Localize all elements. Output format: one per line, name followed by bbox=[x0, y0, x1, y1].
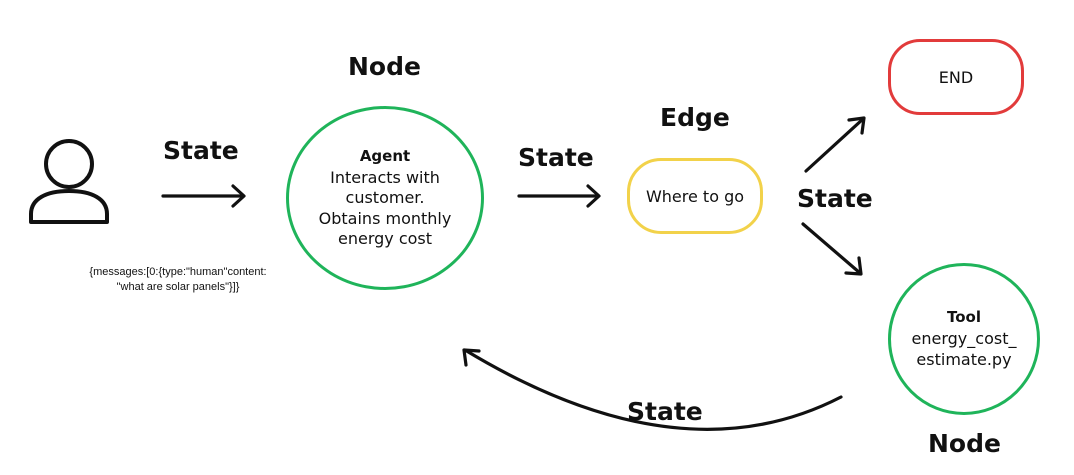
tool-node: Tool energy_cost_ estimate.py bbox=[888, 263, 1040, 415]
arrow-tool-to-agent-curved bbox=[462, 348, 843, 431]
end-node-text: END bbox=[938, 67, 974, 87]
agent-line: Interacts with bbox=[330, 167, 440, 187]
arrow-edge-to-tool bbox=[801, 222, 863, 276]
tool-description: energy_cost_ estimate.py bbox=[912, 329, 1017, 370]
node-label-top: Node bbox=[348, 52, 421, 81]
edge-box-text: Where to go bbox=[645, 186, 745, 206]
tool-title: Tool bbox=[947, 308, 981, 327]
end-node: END bbox=[888, 39, 1024, 115]
state-label-agent-edge: State bbox=[518, 143, 594, 172]
edge-box: Where to go bbox=[627, 158, 763, 234]
agent-line: energy cost bbox=[337, 228, 433, 248]
agent-line: Obtains monthly bbox=[318, 208, 452, 228]
state-label-edge-branch: State bbox=[797, 184, 873, 213]
arrow-agent-to-edge bbox=[517, 184, 601, 208]
tool-line: energy_cost_ bbox=[911, 329, 1017, 349]
agent-line: customer. bbox=[345, 188, 425, 208]
edge-label: Edge bbox=[660, 103, 730, 132]
message-payload: {messages:[0:{type:"human"content: "what… bbox=[70, 265, 286, 295]
message-line: "what are solar panels"}]} bbox=[116, 280, 240, 293]
arrow-user-to-agent bbox=[161, 184, 246, 208]
tool-line: estimate.py bbox=[916, 349, 1012, 369]
node-label-bottom: Node bbox=[928, 429, 1001, 458]
agent-title: Agent bbox=[359, 146, 411, 165]
state-label-tool-agent: State bbox=[627, 397, 703, 426]
agent-description: Interacts with customer. Obtains monthly… bbox=[319, 168, 452, 250]
agent-node: Agent Interacts with customer. Obtains m… bbox=[286, 106, 484, 290]
message-line: {messages:[0:{type:"human"content: bbox=[89, 266, 267, 278]
arrow-edge-to-end bbox=[804, 116, 866, 173]
user-icon bbox=[26, 134, 112, 228]
state-label-user-agent: State bbox=[163, 136, 239, 165]
